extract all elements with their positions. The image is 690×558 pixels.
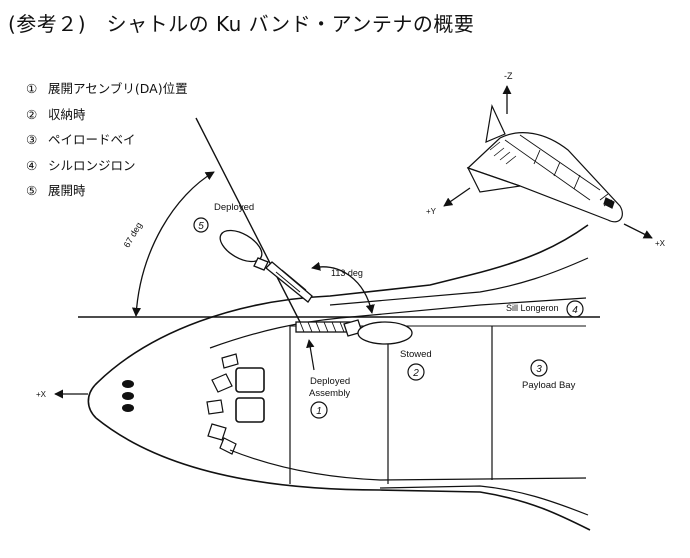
legend-item: ③ ペイロードベイ	[26, 129, 188, 155]
antenna-boom	[265, 261, 313, 303]
cockpit-window	[206, 399, 224, 415]
deployed-label: Deployed	[214, 202, 254, 213]
stowed-label: Stowed	[400, 349, 432, 360]
marker-1-text: 1	[316, 406, 322, 417]
marker-2-text: 2	[412, 368, 419, 379]
legend-number: ③	[26, 132, 38, 147]
plus-x-axis-label-small: +X	[655, 239, 666, 248]
legend-number: ④	[26, 157, 38, 173]
legend-label: シルロンジロン	[48, 157, 136, 173]
cockpit-window	[219, 437, 237, 455]
fuselage-lower-inner2	[379, 485, 589, 516]
fuselage-upper-inner2	[329, 257, 589, 306]
plus-x-axis-arrow-small	[623, 223, 653, 239]
cockpit-window	[235, 367, 265, 393]
angle-label-113: 113 deg	[331, 268, 363, 278]
angle-label-67: 67 deg	[122, 221, 144, 250]
stowed-dish	[357, 321, 413, 345]
legend-label: ペイロードベイ	[48, 132, 136, 147]
deployed-assembly-pointer	[306, 339, 315, 371]
legend-item: ① 展開アセンブリ(DA)位置	[26, 78, 188, 104]
fuselage-lower-inner	[229, 449, 587, 481]
legend-item: ④ シルロンジロン	[26, 155, 188, 181]
cockpit-window	[211, 373, 233, 393]
angle-arc-67	[131, 171, 215, 317]
marker-5-text: 5	[198, 221, 204, 232]
main-x-axis-label: +X	[36, 390, 47, 399]
legend-label: 展開アセンブリ(DA)位置	[48, 81, 188, 96]
deployed-boom-line	[195, 117, 301, 323]
page-title: (参考２) シャトルの Ku バンド・アンテナの概要	[8, 12, 475, 36]
cockpit-window	[235, 397, 265, 423]
legend-item: ⑤ 展開時	[26, 180, 188, 206]
marker-4-text: 4	[572, 305, 578, 316]
shuttle-perspective-icon	[466, 103, 623, 223]
minus-z-axis-label: -Z	[504, 71, 513, 81]
marker-4: 4	[566, 300, 584, 318]
marker-2: 2	[407, 363, 425, 381]
shuttle-hatching	[489, 141, 613, 207]
antenna-boom-hatch	[275, 269, 307, 293]
sill-longeron-label: Sill Longeron	[506, 303, 559, 313]
shuttle-bay-lines	[504, 134, 601, 201]
plus-y-axis-label: +Y	[426, 207, 437, 216]
legend-number: ①	[26, 81, 38, 96]
shuttle-windows	[603, 197, 615, 209]
shuttle-wing	[466, 166, 521, 193]
antenna-gimbal	[253, 257, 269, 271]
marker-3-text: 3	[536, 364, 542, 375]
legend-number: ②	[26, 106, 38, 122]
legend-label: 展開時	[48, 183, 86, 198]
fuselage-lower-outline	[95, 417, 591, 531]
nose-outline	[87, 384, 97, 419]
cockpit-window	[221, 353, 239, 369]
legend-label: 収納時	[48, 106, 86, 122]
marker-5: 5	[193, 217, 209, 233]
deployed-antenna	[219, 229, 313, 303]
fuselage-upper-inner	[209, 297, 587, 349]
deployed-assembly-label-1: Deployed	[310, 376, 350, 387]
plus-y-axis-arrow	[443, 187, 471, 207]
marker-3: 3	[530, 359, 548, 377]
shuttle-tail	[485, 103, 506, 143]
cockpit-window	[207, 423, 227, 441]
legend-number: ⑤	[26, 183, 38, 198]
stowed-boom-hatch	[299, 321, 345, 333]
deployed-assembly-label-2: Assembly	[309, 388, 350, 399]
antenna-dish	[219, 229, 263, 263]
angle-arc-113	[311, 261, 375, 314]
legend-item: ② 収納時	[26, 104, 188, 130]
nose-rcs-ports	[122, 380, 134, 412]
marker-1: 1	[310, 401, 328, 419]
payload-bay-label: Payload Bay	[522, 380, 576, 391]
stowed-antenna	[295, 319, 413, 345]
